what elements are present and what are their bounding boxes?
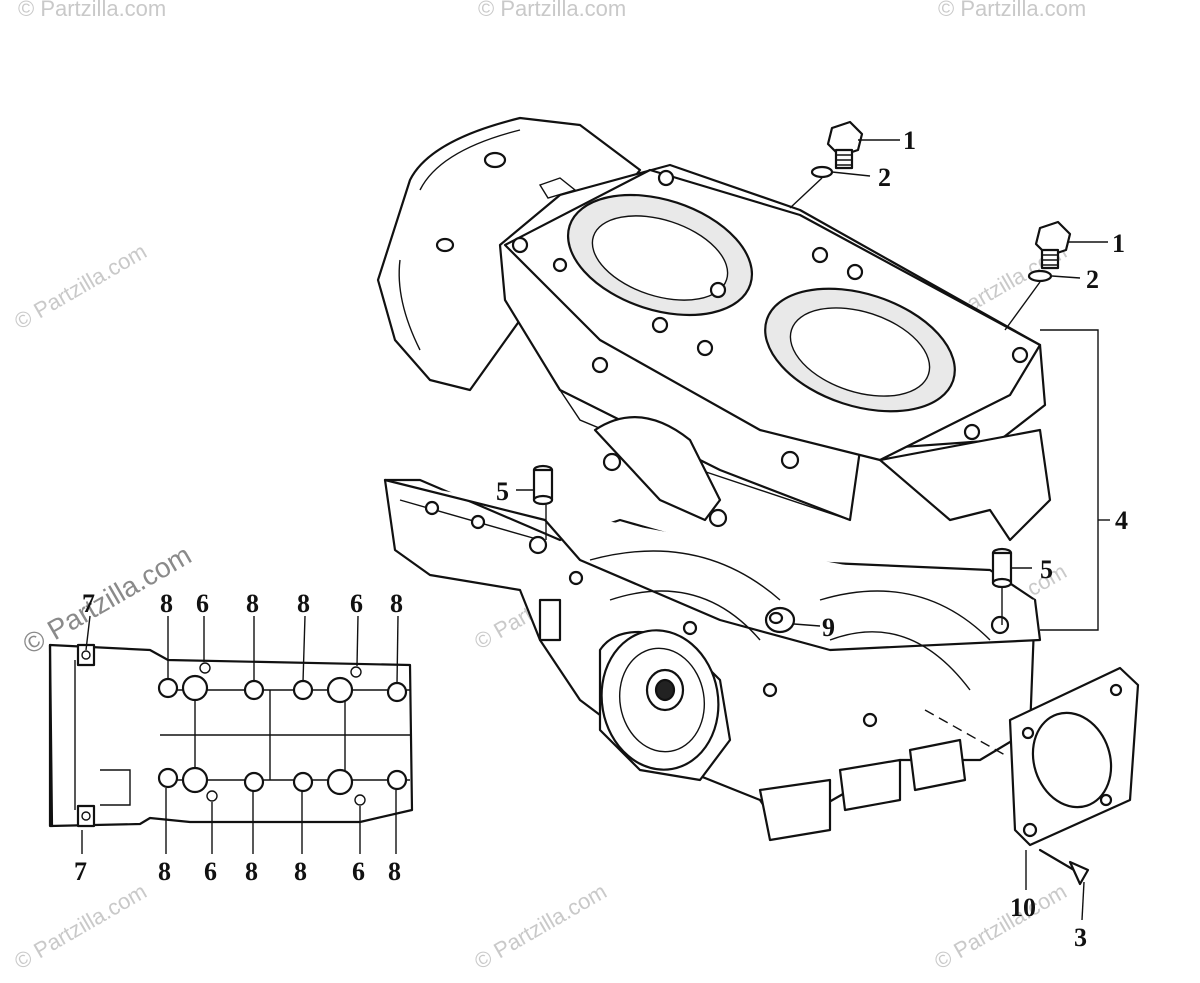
watermark-text: © Partzilla.com — [10, 879, 151, 975]
washer-lower — [1027, 269, 1053, 283]
watermark-text: © Partzilla.com — [470, 879, 611, 975]
callout-labels: 1 2 1 2 4 5 5 9 10 3 7 8 6 8 8 6 8 7 8 6… — [74, 126, 1128, 952]
callout-8: 8 — [297, 589, 310, 618]
callout-9: 9 — [822, 613, 835, 642]
callout-5: 5 — [496, 477, 509, 506]
washer-upper — [810, 165, 834, 179]
callout-4: 4 — [1115, 506, 1128, 535]
drain-plug-upper — [826, 120, 864, 170]
callout-leaders — [516, 139, 1110, 921]
callout-6: 6 — [350, 589, 363, 618]
callout-5: 5 — [1040, 555, 1053, 584]
callout-7: 7 — [82, 589, 95, 618]
callout-2: 2 — [1086, 265, 1099, 294]
inset-leaders — [81, 615, 399, 854]
callout-7: 7 — [74, 857, 87, 886]
watermark-text: © Partzilla.com — [10, 239, 151, 335]
callout-10: 10 — [1010, 893, 1036, 922]
crankcase-assembly — [376, 116, 1052, 842]
bolt-pattern-inset — [48, 615, 414, 854]
callout-1: 1 — [903, 126, 916, 155]
callout-8: 8 — [390, 589, 403, 618]
callout-8: 8 — [158, 857, 171, 886]
callout-2: 2 — [878, 163, 891, 192]
callout-8: 8 — [245, 857, 258, 886]
bushing — [764, 606, 796, 634]
callout-8: 8 — [388, 857, 401, 886]
inset-bolt-holes — [81, 650, 408, 821]
dowel-pin-right — [991, 547, 1013, 589]
callout-6: 6 — [204, 857, 217, 886]
watermark-text: © Partzilla.com — [478, 0, 626, 21]
deck-bolt-holes — [511, 169, 1029, 470]
watermark-text: © Partzilla.com — [930, 879, 1071, 975]
callout-6: 6 — [196, 589, 209, 618]
callout-8: 8 — [294, 857, 307, 886]
watermark-text: © Partzilla.com — [938, 0, 1086, 21]
callout-8: 8 — [246, 589, 259, 618]
callout-1: 1 — [1112, 229, 1125, 258]
cover-screw — [1038, 848, 1090, 886]
callout-3: 3 — [1074, 923, 1087, 952]
callout-8: 8 — [160, 589, 173, 618]
cover-plate-gasket — [1008, 666, 1140, 847]
dowel-pin-left — [532, 464, 554, 506]
drain-plug-lower — [1034, 220, 1072, 270]
watermark-text: © Partzilla.com — [18, 0, 166, 21]
callout-6: 6 — [352, 857, 365, 886]
